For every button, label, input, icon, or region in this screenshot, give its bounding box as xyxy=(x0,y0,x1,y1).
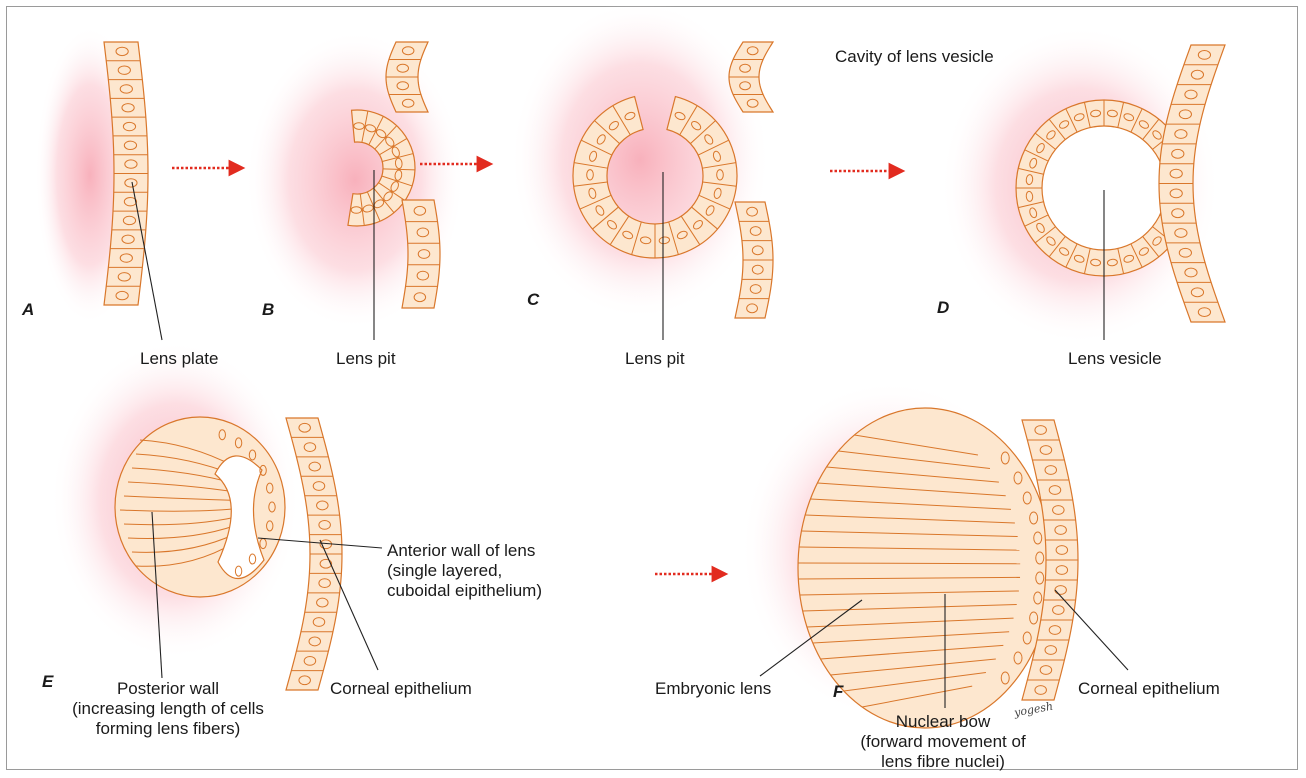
stage-letter-e: E xyxy=(42,672,53,692)
label-nuclear-bow: Nuclear bow (forward movement of lens fi… xyxy=(838,712,1048,772)
label-corneal-epithelium-f: Corneal epithelium xyxy=(1078,679,1220,699)
stage-b-lower xyxy=(402,200,440,308)
label-cavity-of-lens-vesicle: Cavity of lens vesicle xyxy=(835,47,994,67)
label-lens-plate: Lens plate xyxy=(140,349,218,369)
stage-b-lower-outline xyxy=(402,200,440,308)
stage-e-lens-outer xyxy=(115,417,285,597)
label-lens-vesicle: Lens vesicle xyxy=(1068,349,1162,369)
label-corneal-epithelium-e: Corneal epithelium xyxy=(330,679,472,699)
stage-letter-c: C xyxy=(527,290,539,310)
stage-e-lens xyxy=(115,417,285,597)
stage-letter-a: A xyxy=(22,300,34,320)
label-posterior-wall: Posterior wall (increasing length of cel… xyxy=(53,679,283,739)
stage-letter-b: B xyxy=(262,300,274,320)
label-lens-pit-b: Lens pit xyxy=(336,349,396,369)
stage-f-lens xyxy=(798,408,1052,728)
label-embryonic-lens: Embryonic lens xyxy=(655,679,771,699)
label-anterior-wall: Anterior wall of lens (single layered, c… xyxy=(387,541,542,601)
label-lens-pit-c: Lens pit xyxy=(625,349,685,369)
stage-letter-f: F xyxy=(833,682,843,702)
stage-letter-d: D xyxy=(937,298,949,318)
